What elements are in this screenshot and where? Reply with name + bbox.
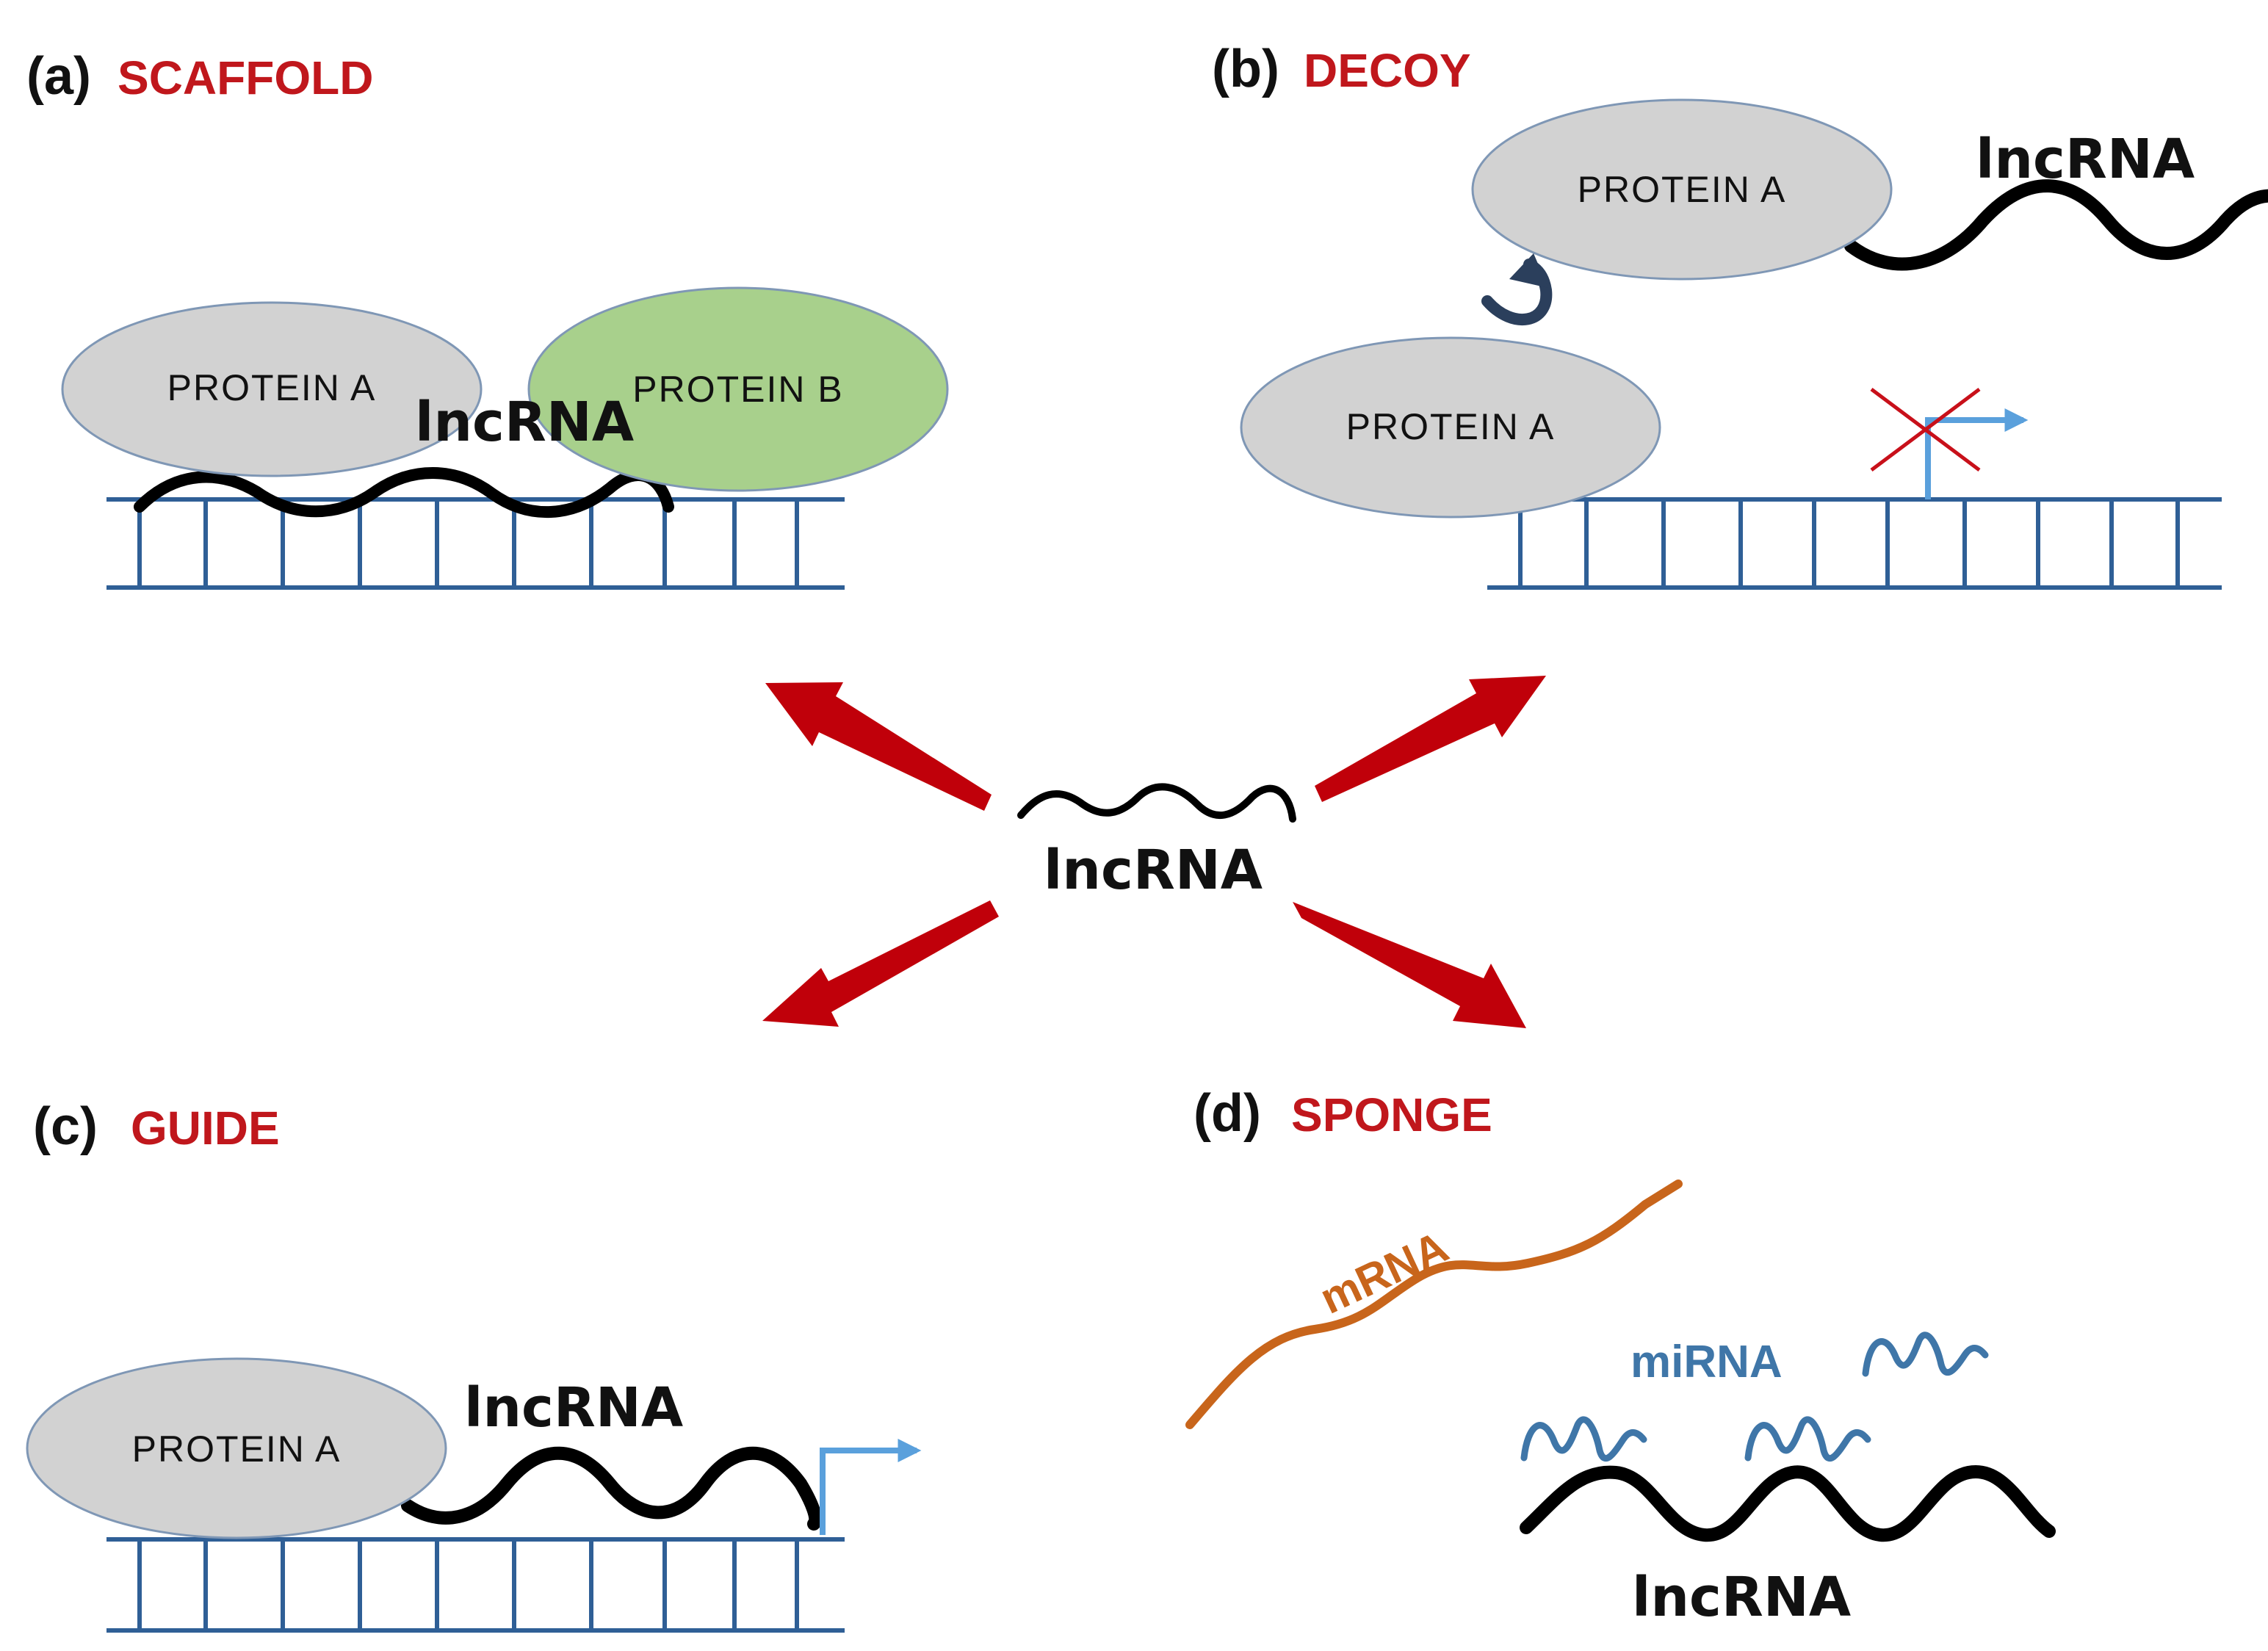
protein-a-label-a: PROTEIN A — [167, 367, 377, 408]
lncrna-label-center: lncRNA — [1044, 839, 1263, 902]
lncrna-strand-c — [401, 1446, 823, 1531]
lncrna-label-c: lncRNA — [464, 1376, 683, 1439]
protein-b-ellipse — [527, 286, 949, 492]
lncrna-strand-b — [1844, 179, 2268, 271]
panel-a-scaffold: (a) SCAFFOLD PROTEIN A PROTEIN B lncRNA — [26, 47, 949, 590]
mirna-strand-3 — [1862, 1332, 1989, 1377]
protein-a-ellipse-a — [61, 301, 483, 477]
protein-a-bound-ellipse — [1240, 336, 1661, 519]
lncrna-label-b: lncRNA — [1976, 128, 2195, 191]
panel-b-title: DECOY — [1304, 44, 1471, 97]
mrna-label: mRNA — [1312, 1222, 1455, 1323]
lncrna-strand-center — [1017, 783, 1296, 823]
mirna-strand-1 — [1520, 1416, 1647, 1462]
panel-c-letter: (c) — [33, 1097, 98, 1156]
panel-b-letter: (b) — [1212, 40, 1279, 98]
panel-a-title: SCAFFOLD — [118, 51, 373, 104]
arrow-to-decoy — [1315, 676, 1546, 802]
dna-ladder-b — [1487, 497, 2222, 590]
lncrna-strand-a — [134, 467, 674, 518]
mirna-strand-2 — [1744, 1416, 1871, 1462]
lncrna-label-a: lncRNA — [415, 391, 634, 454]
panel-d-letter: (d) — [1193, 1084, 1261, 1143]
arrow-to-guide — [762, 900, 999, 1027]
lncrna-strand-d — [1520, 1465, 2056, 1542]
center-hub: lncRNA — [762, 676, 1546, 1028]
protein-a-label-c: PROTEIN A — [132, 1428, 342, 1470]
protein-b-label: PROTEIN B — [632, 369, 843, 410]
arrow-to-scaffold — [765, 682, 992, 811]
promoter-arrow-icon — [820, 1439, 922, 1535]
protein-a-ellipse-c — [26, 1357, 447, 1539]
panel-d-sponge: (d) SPONGE mRNA miRNA lncRNA — [1185, 1084, 2056, 1629]
panel-a-letter: (a) — [26, 47, 91, 106]
mirna-label: miRNA — [1630, 1337, 1783, 1387]
blocked-promoter-icon — [1870, 387, 2029, 499]
arrow-to-sponge — [1293, 902, 1526, 1028]
curved-arrow-icon — [1481, 253, 1553, 325]
protein-a-free-label: PROTEIN A — [1578, 169, 1787, 210]
dna-ladder-a — [106, 497, 845, 590]
panel-d-title: SPONGE — [1291, 1088, 1492, 1141]
dna-ladder-c — [106, 1537, 845, 1633]
protein-a-free-ellipse — [1471, 98, 1893, 281]
lncrna-label-d: lncRNA — [1632, 1566, 1851, 1629]
panel-c-guide: (c) GUIDE PROTEIN A lncRNA — [26, 1097, 922, 1633]
protein-a-bound-label: PROTEIN A — [1346, 406, 1556, 447]
panel-b-decoy: (b) DECOY PROTEIN A lncRNA PROTEIN A — [1212, 40, 2268, 590]
panel-c-title: GUIDE — [131, 1102, 280, 1155]
mrna-strand — [1185, 1179, 1683, 1429]
